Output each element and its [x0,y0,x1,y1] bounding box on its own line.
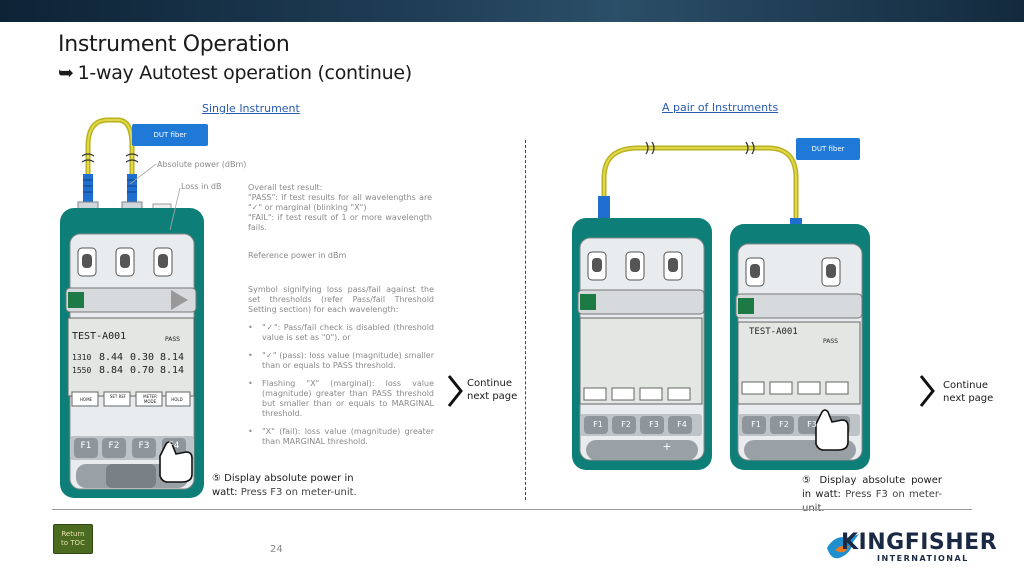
single-meter-illustration [60,117,204,498]
header-band [0,0,1024,22]
screen-power1: 8.44 [99,352,124,363]
single-instrument-link[interactable]: Single Instrument [202,102,300,115]
symbol-intro: Symbol signifying loss pass/fail against… [248,285,434,314]
f1-key[interactable]: F1 [80,441,92,451]
reference-power-annotation: Reference power in dBm [248,251,347,260]
screen-ref1: 8.14 [160,352,185,363]
pair-instruments-link[interactable]: A pair of Instruments [662,101,779,114]
step-note-right: ⑤ Display absolute power in watt: Press … [802,474,942,516]
symbol-item: "X" (fail): loss value (magnitude) great… [248,427,434,447]
symbol-item: "✓": Pass/fail check is disabled (thresh… [248,323,434,343]
step-note-left-bold: ⑤ Display absolute power in watt: [212,473,354,498]
page-number: 24 [270,544,283,555]
continue-next-page-left[interactable]: Continue next page [467,377,517,403]
soft-key-meter-mode[interactable]: METER MODE [143,394,157,404]
arrow-icon: ➥ [58,62,74,84]
loss-annotation: Loss in dB [181,182,222,191]
dut-fiber-callout-left: DUT fiber [132,124,208,146]
symbol-list: "✓": Pass/fail check is disabled (thresh… [248,323,434,447]
footer-rule [52,509,972,510]
f4-key[interactable]: F4 [168,441,180,451]
step-note-right-bold: ⑤ Display absolute power in watt: [802,475,942,500]
pair-left-f2-key[interactable]: F2 [621,420,631,429]
screen-status: PASS [165,336,180,343]
f2-key[interactable]: F2 [108,441,120,451]
soft-key-home[interactable]: HOME [79,397,93,402]
pair-left-f4-key[interactable]: F4 [677,420,687,429]
pair-meters-illustration [572,141,870,470]
logo-sub: INTERNATIONAL [877,554,969,563]
plus-key[interactable]: + [662,440,672,453]
pair-f1-key[interactable]: F1 [751,420,761,429]
screen-test-id: TEST-A001 [72,331,127,342]
soft-key-set-ref[interactable]: SET REF [109,394,127,399]
screen-loss2: 0.70 [130,365,155,376]
pair-left-f1-key[interactable]: F1 [593,420,603,429]
pair-screen-test-id: TEST-A001 [749,327,798,337]
chevron-right-icon[interactable] [446,374,464,408]
return-line1: Return [61,530,85,538]
symbol-annotation: Symbol signifying loss pass/fail against… [248,285,434,455]
pair-f3-key[interactable]: F3 [807,420,817,429]
step-note-left: ⑤ Display absolute power in watt: Press … [212,472,362,500]
screen-loss1: 0.30 [130,352,155,363]
page-subtitle: ➥1-way Autotest operation (continue) [58,62,412,84]
annotation-leaders [130,163,181,231]
step-note-right-rest: Press F3 on meter-unit. [802,489,942,514]
kingfisher-logo: KINGFISHER INTERNATIONAL [825,530,997,566]
kingfisher-bird-icon [827,534,859,559]
overall-title: Overall test result: [248,183,323,192]
screen-wl1: 1310 [72,353,92,362]
continue-line2: next page [943,393,994,404]
overall-fail: "FAIL": if test result of 1 or more wave… [248,213,432,232]
step-note-left-rest: Press F3 on meter-unit. [237,487,357,498]
dut-fiber-callout-right: DUT fiber [796,138,860,160]
continue-line1: Continue [943,380,988,391]
screen-ref2: 8.14 [160,365,185,376]
subtitle-text: 1-way Autotest operation (continue) [77,62,413,84]
symbol-item: Flashing "X" (marginal): loss value (mag… [248,379,434,419]
pair-screen-status: PASS [823,338,838,345]
pair-left-f3-key[interactable]: F3 [649,420,659,429]
continue-line1: Continue [467,378,512,389]
chevron-right-icon[interactable] [918,374,936,408]
section-divider [525,140,526,500]
logo-name: KINGFISHER [841,530,998,555]
return-line2: to TOC [61,539,85,547]
symbol-item: "✓" (pass): loss value (magnitude) small… [248,351,434,371]
absolute-power-annotation: Absolute power (dBm) [157,160,247,169]
continue-next-page-right[interactable]: Continue next page [943,379,993,405]
return-to-toc-button[interactable]: Return to TOC [53,524,93,554]
f3-key[interactable]: F3 [138,441,150,451]
soft-key-hold[interactable]: HOLD [171,397,183,402]
page-title: Instrument Operation [58,32,290,57]
overall-result-annotation: Overall test result: "PASS": if test res… [248,183,432,233]
overall-pass: "PASS": if test results for all waveleng… [248,193,432,212]
screen-wl2: 1550 [72,366,92,375]
pair-f2-key[interactable]: F2 [779,420,789,429]
continue-line2: next page [467,391,518,402]
screen-power2: 8.84 [99,365,124,376]
